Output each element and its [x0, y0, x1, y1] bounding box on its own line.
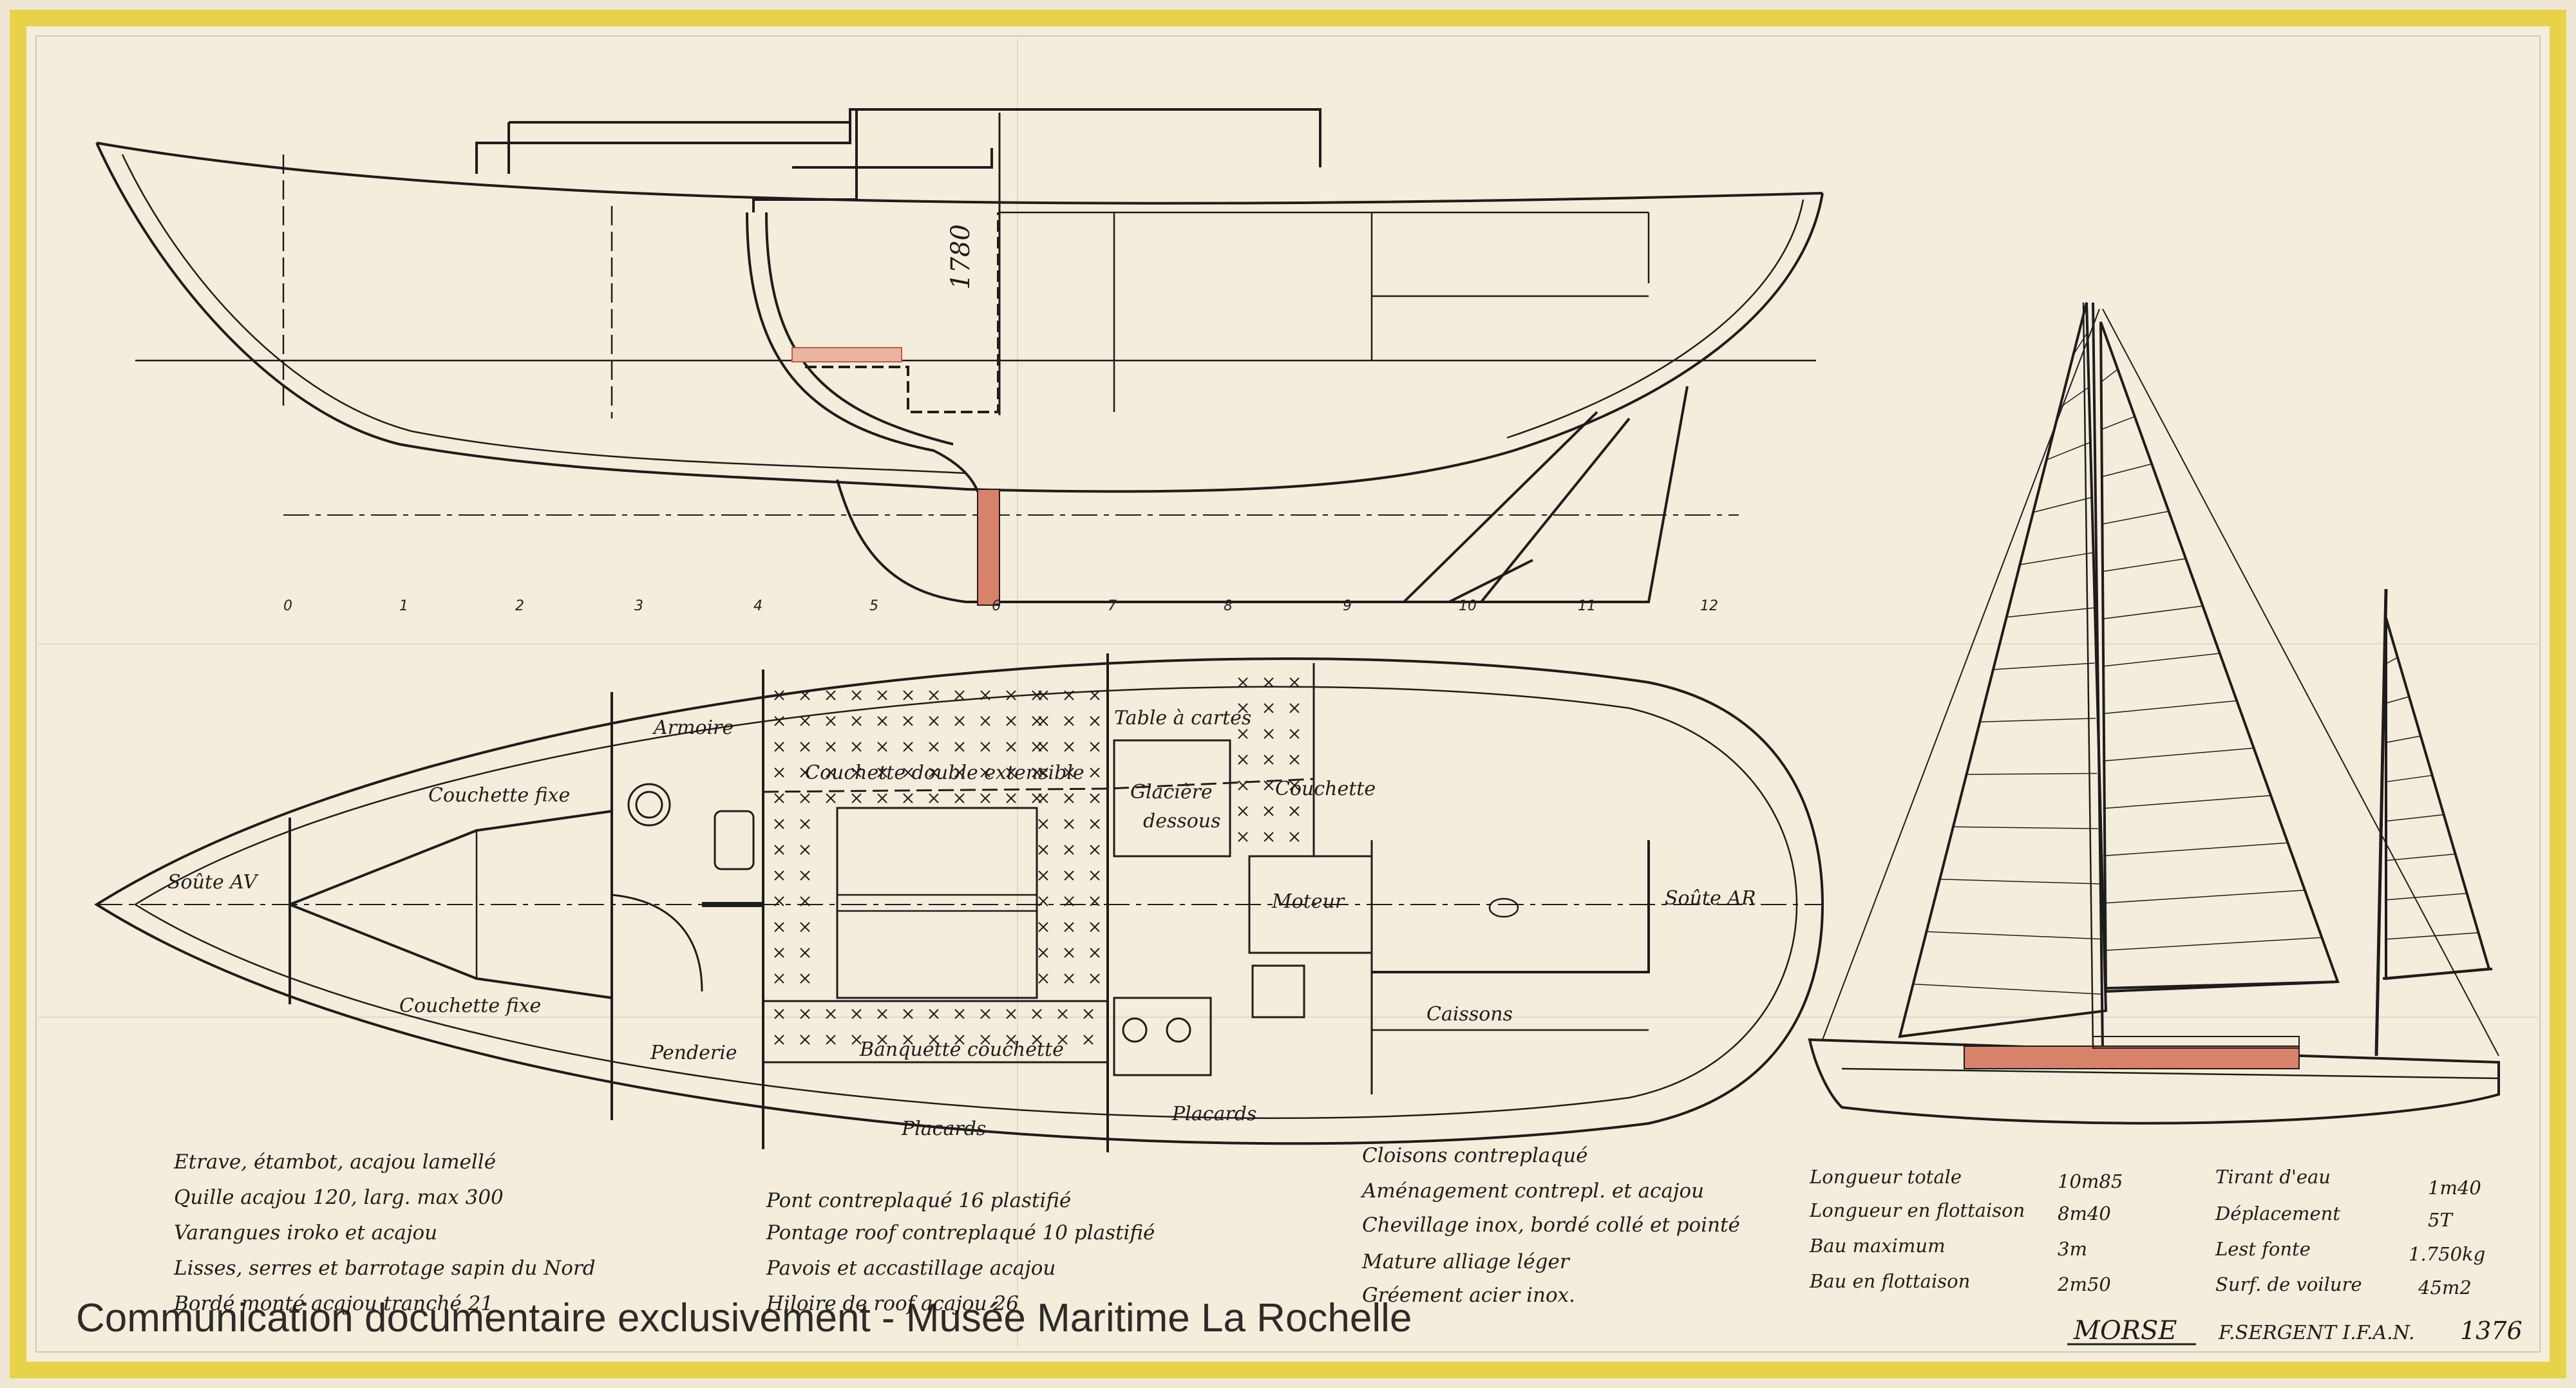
svg-text:7: 7: [1108, 598, 1117, 614]
spec-label-longueur-totale: Longueur totale: [1809, 1166, 1962, 1188]
spec-value-longueur-totale: 10m85: [2058, 1170, 2123, 1192]
note-col2-line2: Pontage roof contreplaqué 10 plastifié: [766, 1221, 1155, 1244]
spec-label-tirant-eau: Tirant d'eau: [2215, 1166, 2331, 1188]
sail-panels: [1913, 332, 2478, 995]
label-couchette: Couchette: [1275, 778, 1376, 800]
note-col2-line1: Pont contreplaqué 16 plastifié: [766, 1189, 1071, 1212]
label-placards-right: Placards: [1171, 1103, 1256, 1125]
spec-value-surf-voilure: 45m2: [2418, 1277, 2472, 1299]
svg-text:6: 6: [992, 598, 1001, 614]
mast-step-hatch: [977, 489, 1000, 606]
label-couchette-fixe-bottom: Couchette fixe: [399, 995, 541, 1017]
label-caissons: Caissons: [1426, 1003, 1513, 1026]
note-col2-line3: Pavois et accastillage acajou: [766, 1257, 1056, 1280]
spec-value-lest-fonte: 1.750kg: [2409, 1243, 2485, 1265]
deck-plan: [94, 653, 1824, 1152]
svg-text:11: 11: [1578, 598, 1596, 614]
berth-hatching: [774, 677, 1300, 1045]
spec-label-longueur-flottaison: Longueur en flottaison: [1809, 1199, 2025, 1221]
note-col3-line2: Aménagement contrepl. et acajou: [1360, 1179, 1704, 1203]
spec-value-tirant-eau: 1m40: [2428, 1177, 2481, 1199]
note-col1-line3: Varangues iroko et acajou: [174, 1221, 437, 1244]
label-table-a-cartes: Table à cartes: [1114, 707, 1251, 729]
note-col1-line5: Bordé monté acajou tranché 21: [173, 1292, 493, 1315]
hull-profile: [95, 108, 1824, 603]
svg-text:1: 1: [399, 598, 408, 614]
construction-notes: Etrave, étambot, acajou lamellé Quille a…: [173, 1144, 1740, 1315]
svg-text:12: 12: [1700, 598, 1718, 614]
note-col3-line5: Gréement acier inox.: [1362, 1284, 1575, 1307]
note-col1-line1: Etrave, étambot, acajou lamellé: [173, 1150, 496, 1174]
spec-label-bau-flottaison: Bau en flottaison: [1809, 1270, 1970, 1292]
designer-name: F.SERGENT I.F.A.N.: [2218, 1322, 2415, 1344]
spec-value-bau-flottaison: 2m50: [2057, 1273, 2111, 1295]
note-col3-line1: Cloisons contreplaqué: [1362, 1144, 1588, 1167]
label-penderie: Penderie: [650, 1042, 737, 1064]
note-col3-line4: Mature alliage léger: [1361, 1250, 1571, 1273]
sail-plan: [1808, 302, 2500, 1125]
spec-value-longueur-flottaison: 8m40: [2058, 1203, 2111, 1224]
label-couchette-double: Couchette double extensible: [805, 762, 1084, 784]
svg-text:4: 4: [753, 598, 762, 614]
spec-label-deplacement: Déplacement: [2215, 1203, 2340, 1224]
note-col3-line3: Chevillage inox, bordé collé et pointé: [1362, 1214, 1740, 1237]
label-placards-center: Placards: [901, 1118, 986, 1140]
plan-labels: Soûte AV Soûte AR Armoire Couchette fixe…: [167, 707, 1756, 1140]
note-col1-line2: Quille acajou 120, larg. max 300: [174, 1186, 504, 1209]
spec-table: Longueur totale 10m85 Longueur en flotta…: [1809, 1166, 2485, 1299]
label-soute-ar: Soûte AR: [1665, 887, 1756, 910]
tape-border: [10, 10, 2566, 1378]
spec-value-bau-maximum: 3m: [2058, 1238, 2087, 1260]
spec-label-bau-maximum: Bau maximum: [1809, 1235, 1946, 1257]
deckhouse-hatch: [1964, 1046, 2300, 1069]
svg-text:0: 0: [283, 598, 292, 614]
svg-text:8: 8: [1224, 598, 1233, 614]
label-couchette-fixe-top: Couchette fixe: [428, 784, 570, 807]
note-col2-line4: Hiloire de roof acajou 26: [766, 1292, 1019, 1315]
label-glaciere: Glacière: [1130, 781, 1213, 803]
height-dimension: 1780: [946, 224, 976, 290]
spec-value-deplacement: 5T: [2428, 1209, 2454, 1231]
svg-text:10: 10: [1459, 598, 1477, 614]
note-col1-line4: Lisses, serres et barrotage sapin du Nor…: [173, 1257, 596, 1280]
spec-label-surf-voilure: Surf. de voilure: [2215, 1273, 2362, 1295]
station-numbers: 0 1 2 3 4 5 6 7 8 9 10 11 12: [283, 598, 1718, 614]
svg-text:2: 2: [515, 598, 524, 614]
label-banquette: Banquette couchette: [859, 1038, 1064, 1061]
spec-label-lest-fonte: Lest fonte: [2215, 1238, 2311, 1260]
watermark-text: Communication documentaire exclusivement…: [76, 1296, 1412, 1340]
svg-text:9: 9: [1343, 598, 1352, 614]
label-soute-av: Soûte AV: [167, 871, 259, 894]
svg-text:5: 5: [869, 598, 878, 614]
label-glaciere-sub: dessous: [1143, 810, 1221, 832]
label-moteur: Moteur: [1271, 890, 1345, 913]
svg-text:3: 3: [634, 598, 643, 614]
boat-name: MORSE: [2073, 1316, 2177, 1346]
plan-number: 1376: [2460, 1317, 2523, 1345]
label-armoire: Armoire: [652, 717, 734, 739]
